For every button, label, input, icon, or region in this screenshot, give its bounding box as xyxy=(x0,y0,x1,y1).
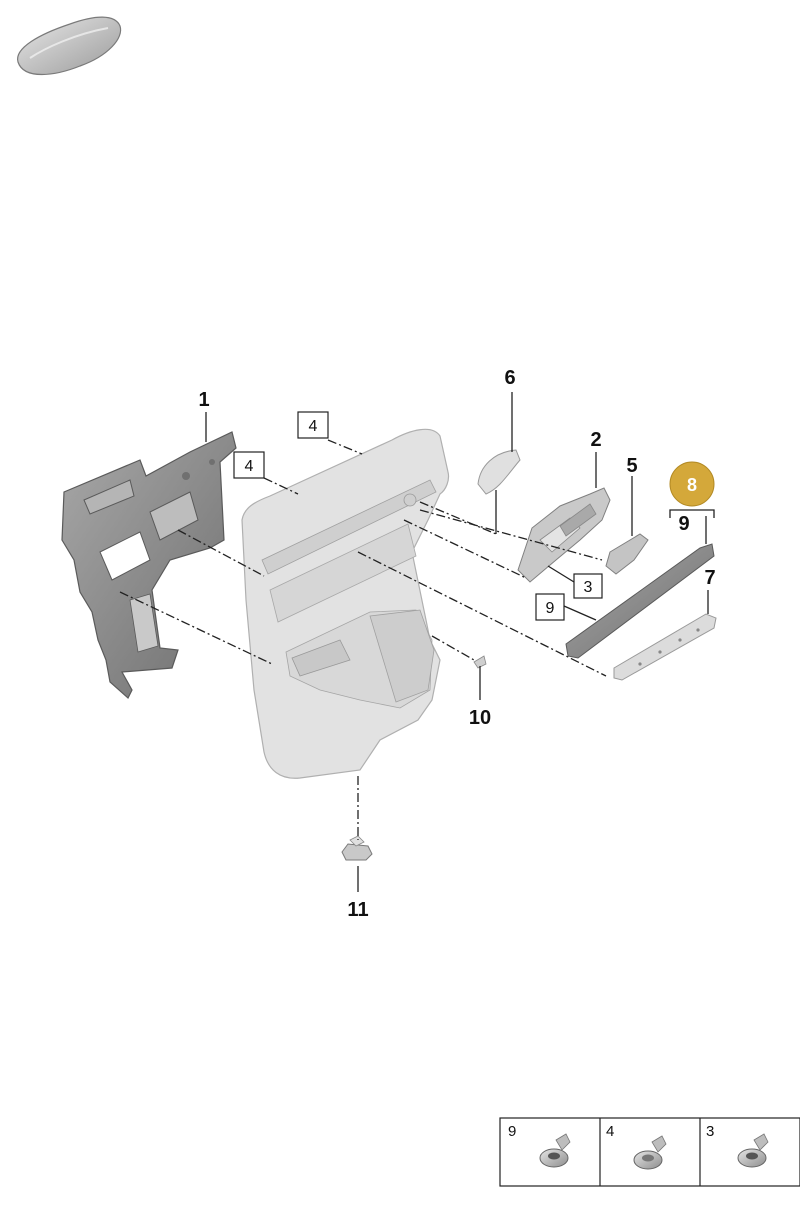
part-11-holder[interactable] xyxy=(341,835,373,861)
torx-screw-icon xyxy=(633,1135,667,1170)
part-7-trim-strip[interactable] xyxy=(613,613,717,681)
part-5-trim-piece[interactable] xyxy=(605,533,649,575)
boxed-callout-3-label: 3 xyxy=(584,579,593,596)
fastener-cell-label: 4 xyxy=(606,1123,614,1140)
fastener-cell-3[interactable]: 3 xyxy=(706,1123,769,1168)
torx-screw-icon xyxy=(737,1133,769,1168)
callout-11: 11 xyxy=(347,899,368,921)
callout-2: 2 xyxy=(590,429,601,451)
boxed-callout-4-top[interactable]: 4 xyxy=(297,411,329,439)
part-6-cover-cap[interactable] xyxy=(477,449,521,495)
leader-lines xyxy=(119,392,715,892)
boxed-callout-4-left-label: 4 xyxy=(245,458,254,475)
torx-screw-icon xyxy=(539,1133,571,1168)
callout-1: 1 xyxy=(198,389,209,411)
boxed-callout-4-top-label: 4 xyxy=(309,418,318,435)
fastener-cell-9[interactable]: 9 xyxy=(508,1123,571,1168)
callout-9: 9 xyxy=(678,513,689,535)
callout-10: 10 xyxy=(469,707,491,729)
part-1-door-carrier[interactable] xyxy=(61,431,237,699)
boxed-callout-9[interactable]: 9 xyxy=(535,593,565,621)
boxed-callout-9-label: 9 xyxy=(546,600,555,617)
car-thumbnail-icon[interactable] xyxy=(17,16,122,75)
part-4-door-trim-panel[interactable] xyxy=(241,428,450,779)
part-2-handle-bracket[interactable] xyxy=(517,487,611,583)
callout-5: 5 xyxy=(626,455,637,477)
callout-6: 6 xyxy=(504,367,515,389)
boxed-callout-3[interactable]: 3 xyxy=(573,573,603,599)
part-9-trim-strip[interactable] xyxy=(565,543,715,659)
part-10-clip[interactable] xyxy=(473,655,487,669)
boxed-callout-4-left[interactable]: 4 xyxy=(233,451,265,479)
fastener-cell-label: 3 xyxy=(706,1123,714,1140)
callout-8-highlight[interactable]: 8 xyxy=(669,461,715,507)
fastener-table: 9 4 3 xyxy=(499,1117,800,1187)
fastener-cell-4[interactable]: 4 xyxy=(606,1123,667,1170)
callout-8-label: 8 xyxy=(687,475,697,495)
callout-7: 7 xyxy=(704,567,715,589)
fastener-cell-label: 9 xyxy=(508,1123,516,1140)
